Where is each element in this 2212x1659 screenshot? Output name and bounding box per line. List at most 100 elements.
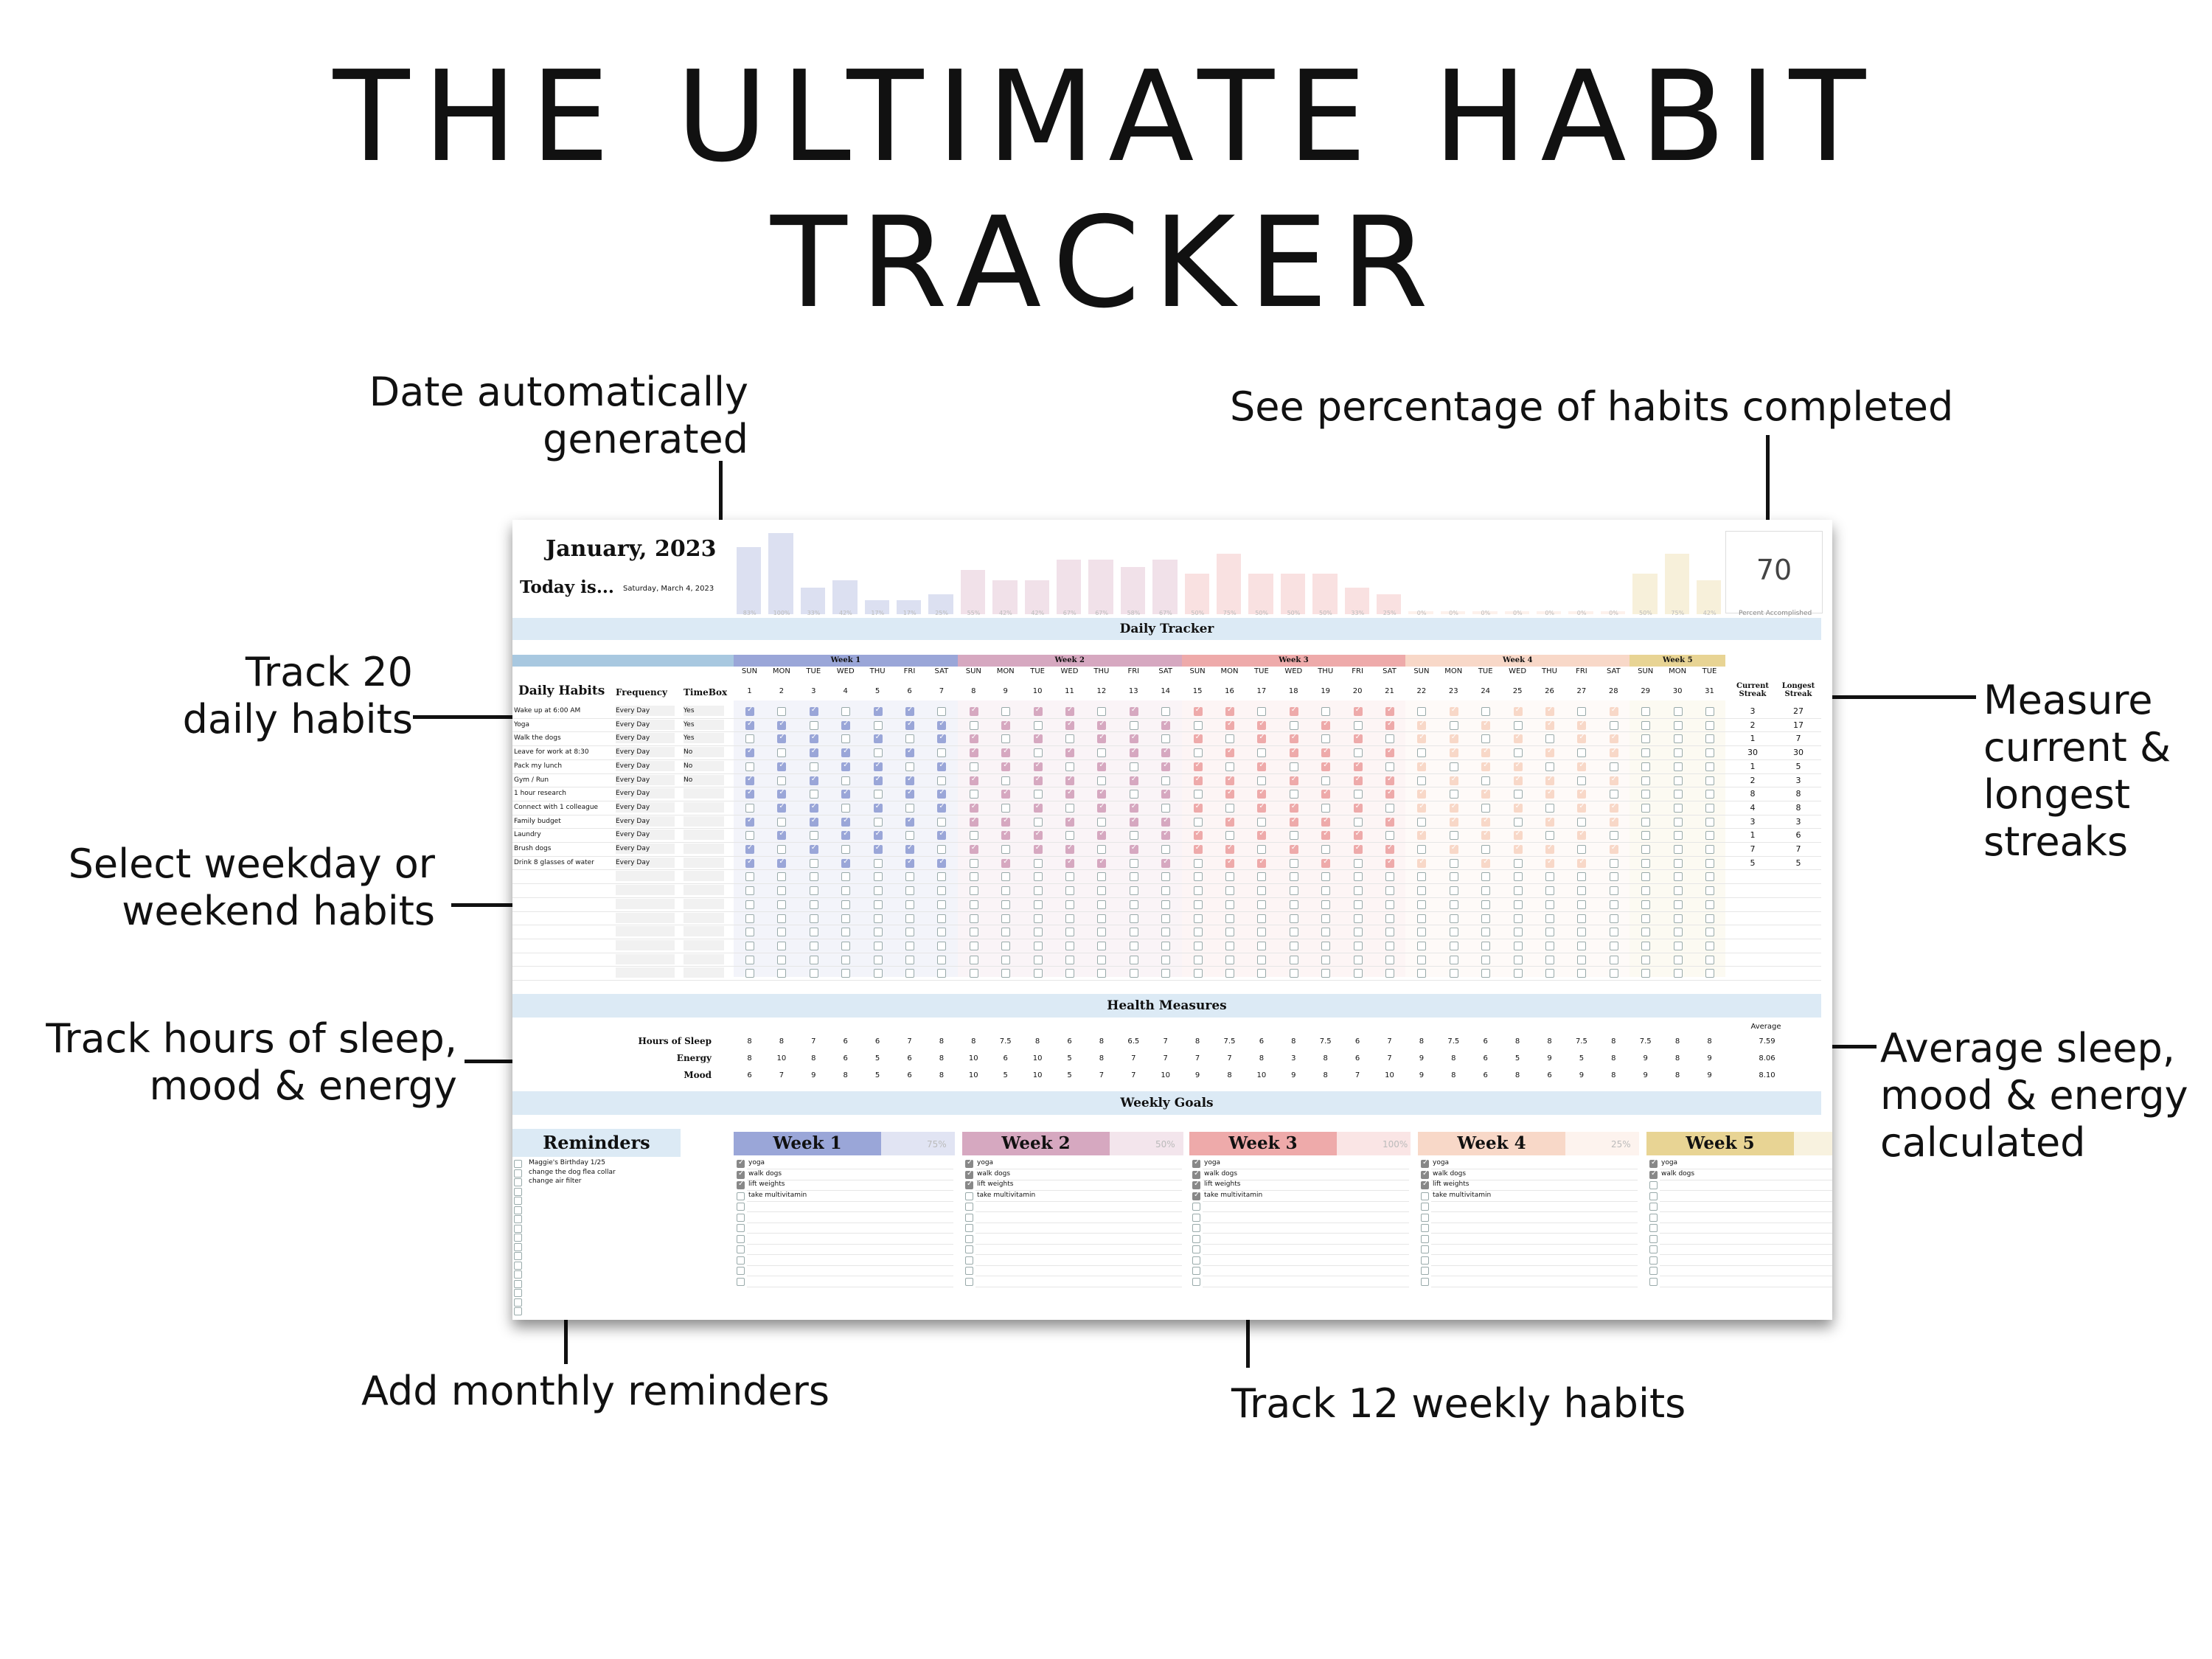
weekly-goal-item[interactable]: walk dogs bbox=[1433, 1169, 1467, 1178]
health-mood-value[interactable]: 6 bbox=[1483, 1071, 1488, 1079]
habit-checkbox[interactable] bbox=[1321, 955, 1331, 964]
habit-checkbox[interactable] bbox=[1065, 844, 1074, 854]
habit-checkbox[interactable] bbox=[1641, 734, 1651, 744]
habit-checkbox[interactable] bbox=[1161, 955, 1171, 964]
habit-checkbox[interactable] bbox=[1225, 706, 1234, 716]
habit-checkbox[interactable] bbox=[1129, 844, 1138, 854]
habit-checkbox[interactable] bbox=[1641, 762, 1651, 771]
habit-checkbox[interactable] bbox=[777, 969, 787, 978]
habit-checkbox[interactable] bbox=[1289, 844, 1298, 854]
habit-checkbox[interactable] bbox=[1705, 941, 1714, 950]
habit-checkbox[interactable] bbox=[1705, 776, 1714, 785]
weekly-goal-item[interactable]: yoga bbox=[977, 1159, 994, 1166]
weekly-goal-checkbox[interactable] bbox=[965, 1158, 973, 1168]
habit-checkbox[interactable] bbox=[1225, 803, 1234, 813]
habit-checkbox[interactable] bbox=[1257, 761, 1267, 771]
weekly-goal-item[interactable]: yoga bbox=[1204, 1159, 1221, 1166]
habit-checkbox[interactable] bbox=[969, 706, 978, 716]
habit-checkbox[interactable] bbox=[1065, 720, 1074, 730]
habit-checkbox[interactable] bbox=[1129, 900, 1138, 909]
habit-checkbox[interactable] bbox=[1449, 706, 1458, 716]
habit-checkbox[interactable] bbox=[745, 914, 754, 923]
weekly-goal-checkbox[interactable] bbox=[965, 1234, 973, 1243]
habit-checkbox[interactable] bbox=[1321, 776, 1331, 785]
weekly-goal-checkbox[interactable] bbox=[965, 1203, 973, 1211]
habit-checkbox[interactable] bbox=[1065, 788, 1074, 799]
habit-checkbox[interactable] bbox=[905, 858, 914, 868]
health-sleep-value[interactable]: 7.5 bbox=[1447, 1037, 1460, 1046]
habit-frequency-select[interactable] bbox=[616, 967, 675, 978]
habit-checkbox[interactable] bbox=[1353, 761, 1363, 771]
habit-checkbox[interactable] bbox=[1449, 762, 1458, 771]
habit-checkbox[interactable] bbox=[873, 955, 883, 964]
habit-checkbox[interactable] bbox=[1449, 955, 1458, 964]
habit-name[interactable]: Yoga bbox=[514, 720, 530, 728]
habit-name[interactable]: Brush dogs bbox=[514, 845, 552, 852]
habit-checkbox[interactable] bbox=[1129, 733, 1138, 744]
habit-checkbox[interactable] bbox=[937, 845, 947, 854]
health-energy-value[interactable]: 10 bbox=[968, 1054, 978, 1062]
weekly-goal-checkbox[interactable] bbox=[1649, 1256, 1658, 1265]
habit-checkbox[interactable] bbox=[809, 844, 818, 854]
habit-checkbox[interactable] bbox=[777, 941, 787, 950]
habit-checkbox[interactable] bbox=[1097, 900, 1107, 909]
reminder-checkbox[interactable] bbox=[514, 1289, 522, 1297]
habit-checkbox[interactable] bbox=[1033, 817, 1043, 827]
habit-checkbox[interactable] bbox=[745, 844, 754, 854]
habit-checkbox[interactable] bbox=[873, 858, 883, 868]
habit-checkbox[interactable] bbox=[1161, 788, 1171, 799]
habit-checkbox[interactable] bbox=[1001, 900, 1011, 909]
habit-checkbox[interactable] bbox=[1545, 831, 1554, 841]
habit-checkbox[interactable] bbox=[1321, 707, 1331, 716]
habit-frequency-select[interactable]: Every Day bbox=[616, 844, 675, 854]
weekly-goal-checkbox[interactable] bbox=[1649, 1158, 1658, 1168]
habit-checkbox[interactable] bbox=[1289, 914, 1298, 923]
habit-checkbox[interactable] bbox=[1193, 790, 1203, 799]
weekly-goal-checkbox[interactable] bbox=[737, 1192, 745, 1200]
health-sleep-value[interactable]: 8 bbox=[1291, 1037, 1296, 1046]
habit-checkbox[interactable] bbox=[1481, 747, 1491, 758]
health-sleep-value[interactable]: 7 bbox=[907, 1037, 912, 1046]
habit-timebox-select[interactable]: No bbox=[684, 760, 724, 771]
habit-checkbox[interactable] bbox=[1097, 969, 1107, 978]
habit-checkbox[interactable] bbox=[1257, 886, 1267, 896]
habit-checkbox[interactable] bbox=[1161, 969, 1171, 978]
weekly-goal-checkbox[interactable] bbox=[1649, 1267, 1658, 1275]
habit-checkbox[interactable] bbox=[1545, 762, 1554, 771]
habit-checkbox[interactable] bbox=[1225, 831, 1234, 841]
habit-checkbox[interactable] bbox=[745, 803, 754, 813]
habit-checkbox[interactable] bbox=[1385, 762, 1394, 771]
habit-checkbox[interactable] bbox=[841, 914, 851, 923]
weekly-goal-checkbox[interactable] bbox=[965, 1169, 973, 1179]
health-sleep-value[interactable]: 6.5 bbox=[1127, 1037, 1140, 1046]
reminder-checkbox[interactable] bbox=[514, 1242, 522, 1251]
habit-checkbox[interactable] bbox=[809, 733, 818, 744]
habit-checkbox[interactable] bbox=[745, 816, 754, 827]
habit-checkbox[interactable] bbox=[1257, 707, 1267, 716]
habit-checkbox[interactable] bbox=[1641, 817, 1651, 827]
health-energy-value[interactable]: 7 bbox=[1163, 1054, 1168, 1062]
weekly-goal-checkbox[interactable] bbox=[1649, 1203, 1658, 1211]
habit-checkbox[interactable] bbox=[969, 941, 978, 950]
habit-checkbox[interactable] bbox=[1225, 775, 1234, 785]
health-mood-value[interactable]: 9 bbox=[1419, 1071, 1425, 1079]
habit-checkbox[interactable] bbox=[1385, 706, 1394, 716]
habit-checkbox[interactable] bbox=[1641, 858, 1651, 868]
weekly-goal-checkbox[interactable] bbox=[1192, 1203, 1200, 1211]
habit-checkbox[interactable] bbox=[841, 830, 851, 841]
habit-checkbox[interactable] bbox=[1001, 914, 1011, 923]
habit-checkbox[interactable] bbox=[1161, 761, 1171, 771]
habit-checkbox[interactable] bbox=[1289, 816, 1298, 827]
weekly-goal-checkbox[interactable] bbox=[737, 1180, 745, 1189]
habit-checkbox[interactable] bbox=[1321, 914, 1331, 923]
habit-checkbox[interactable] bbox=[1033, 858, 1043, 868]
habit-checkbox[interactable] bbox=[745, 955, 754, 964]
habit-checkbox[interactable] bbox=[1257, 969, 1267, 978]
habit-frequency-select[interactable]: Every Day bbox=[616, 788, 675, 799]
habit-timebox-select[interactable]: Yes bbox=[684, 706, 724, 716]
habit-checkbox[interactable] bbox=[873, 872, 883, 882]
habit-checkbox[interactable] bbox=[1673, 928, 1683, 937]
habit-checkbox[interactable] bbox=[1577, 941, 1587, 950]
habit-checkbox[interactable] bbox=[1417, 845, 1427, 854]
habit-checkbox[interactable] bbox=[905, 803, 914, 813]
